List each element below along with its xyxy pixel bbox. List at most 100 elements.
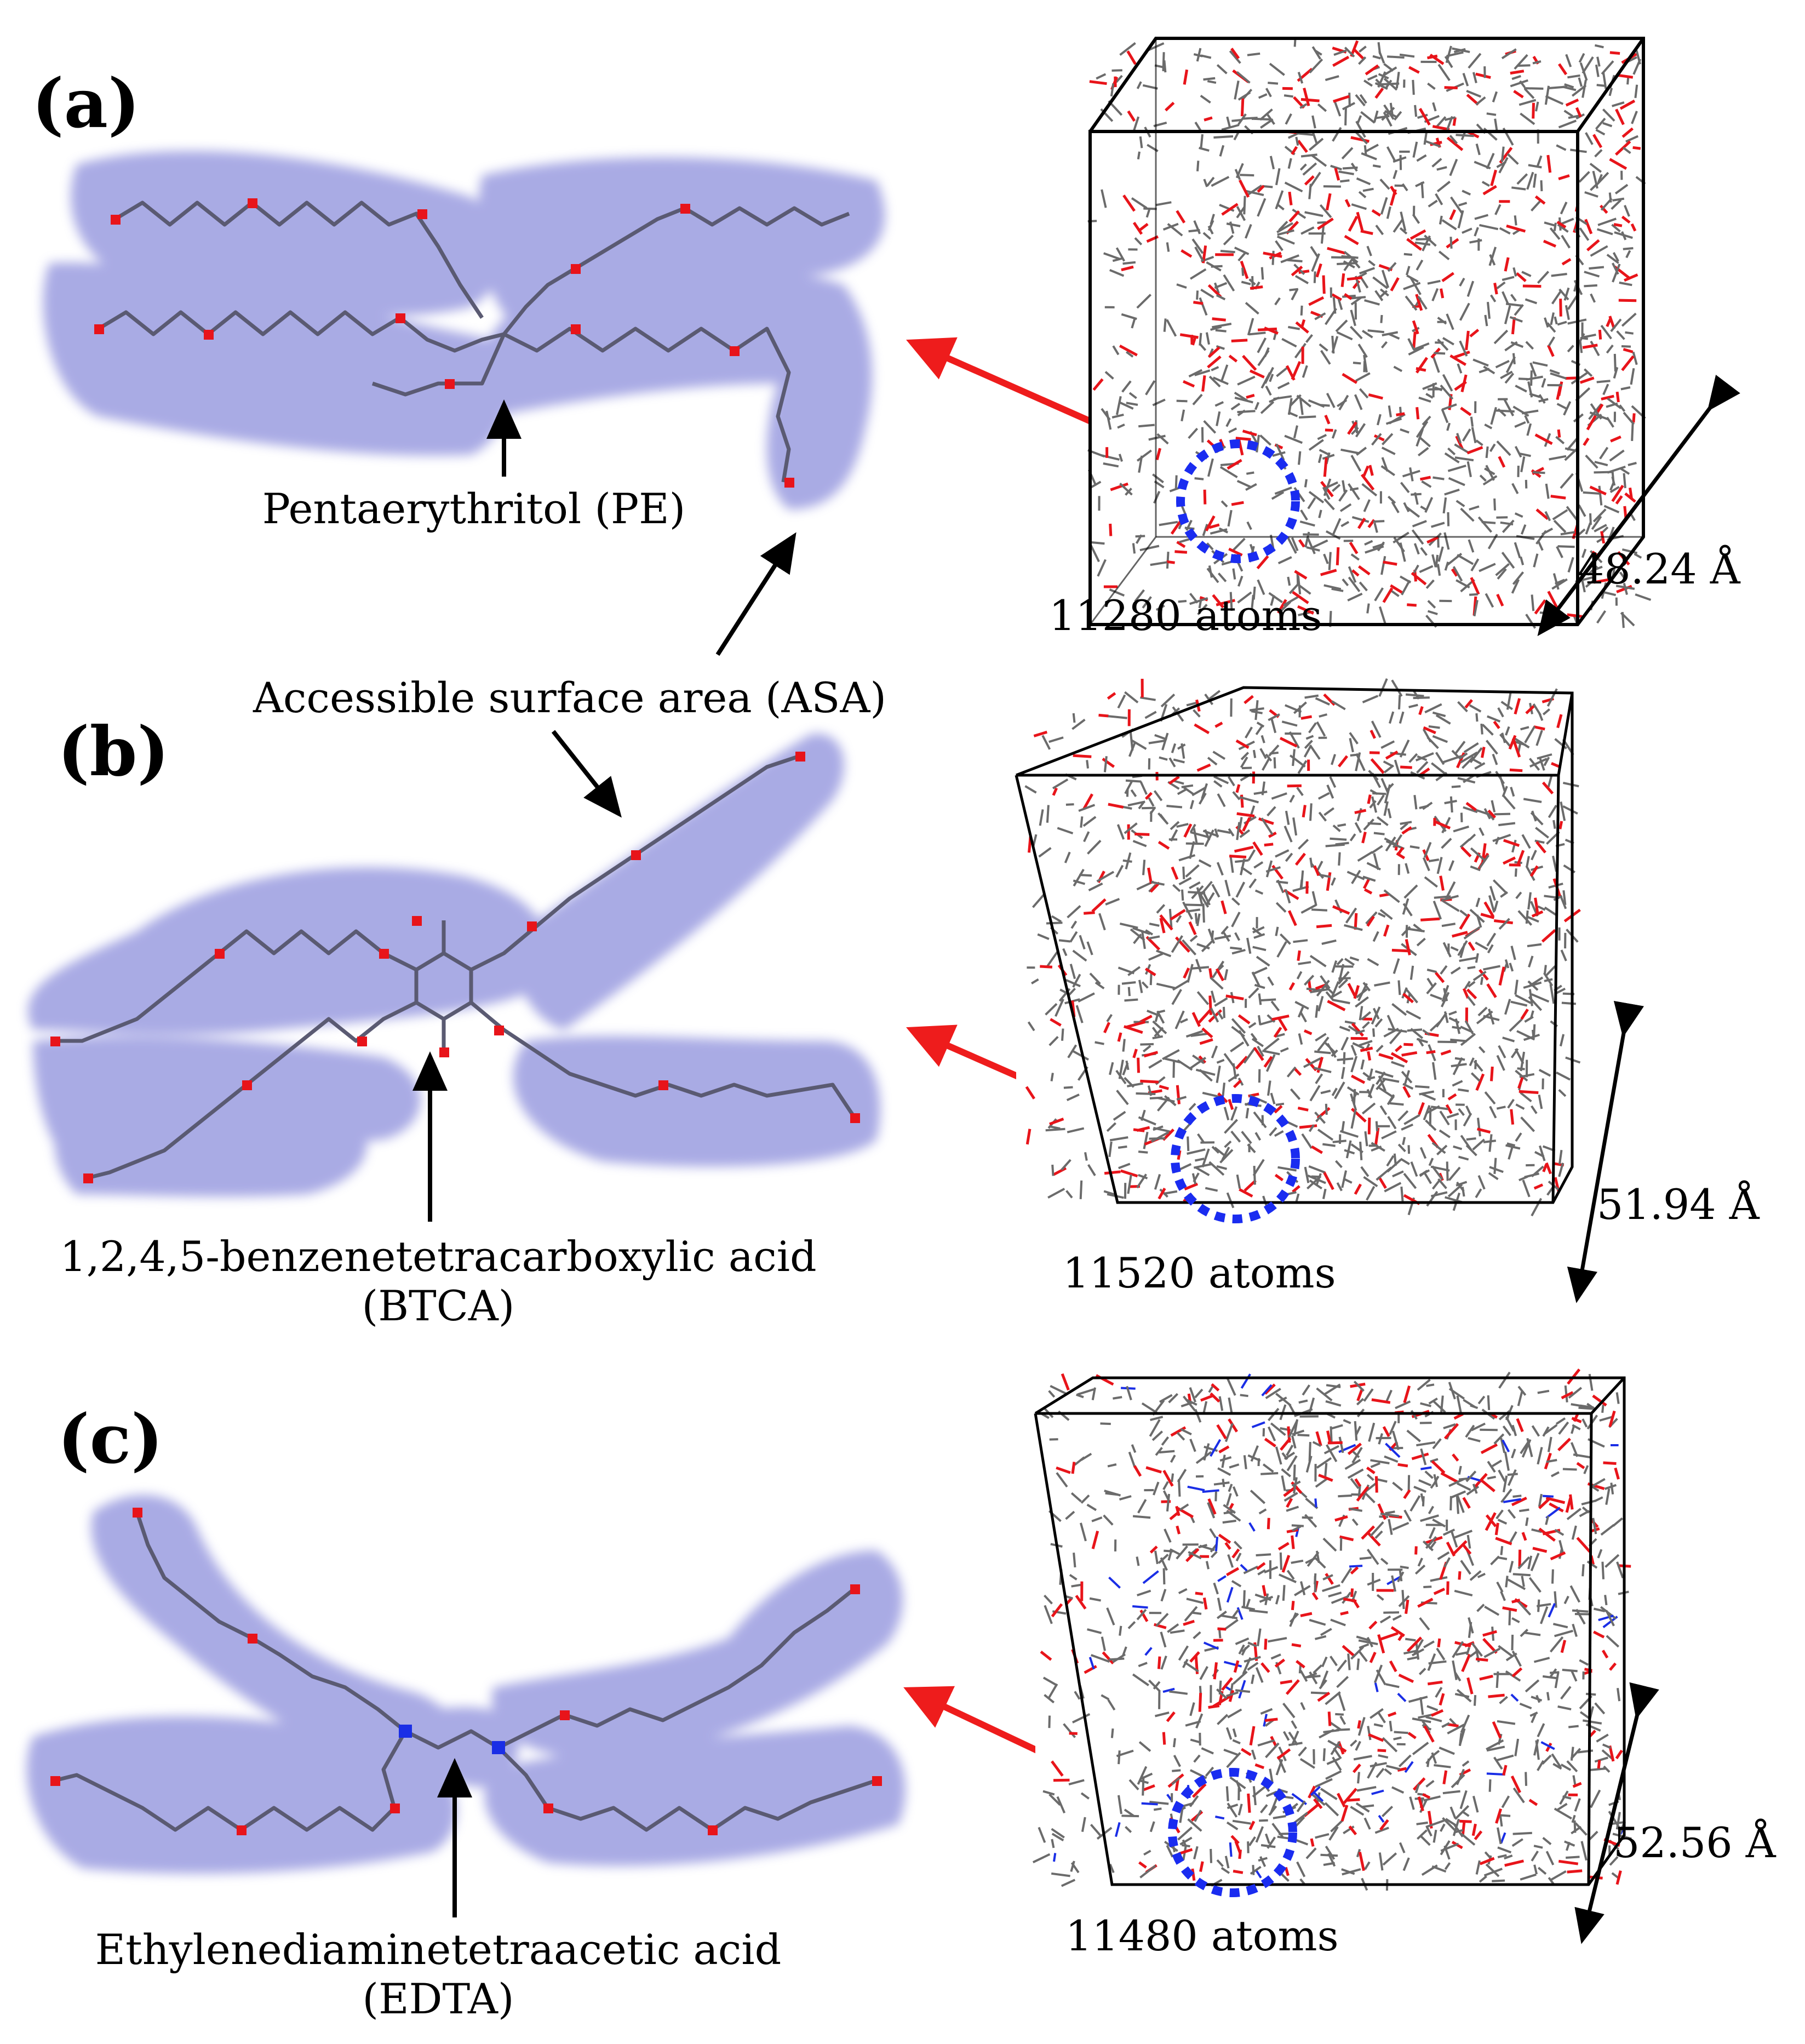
atom-bond [1432,711,1446,718]
atom-bond [1531,1528,1542,1533]
atom-bond [1214,997,1228,1007]
atom-bond [1428,199,1438,208]
atom-bond [1493,282,1498,295]
atom-bond [1502,1425,1511,1436]
atom-bond [1318,509,1322,518]
atom-bond [1381,446,1396,455]
atom-bond [1502,1439,1510,1453]
atom-bond [1280,1437,1292,1451]
atom-bond [1543,757,1550,766]
atom-bond [1550,495,1566,500]
atom-bond [1394,759,1401,777]
atom-bond [1200,1394,1213,1402]
panel-a-highlight-circle [1176,439,1300,563]
atom-bond [1246,937,1252,954]
atom-bond [1378,1814,1385,1823]
atom-bond [1241,267,1245,276]
atom-bond [1374,1018,1383,1028]
atom-bond [1420,505,1428,512]
atom-bond [1238,1644,1245,1655]
atom-bond [1419,1835,1431,1846]
atom-bond [1171,1473,1174,1482]
atom-bond [1195,1451,1212,1464]
atom-bond [1483,965,1500,971]
atom-bond [1211,1045,1218,1058]
atom-bond [1437,317,1447,325]
atom-bond [1126,1020,1146,1029]
atom-bond [1176,1525,1181,1535]
atom-bond [1293,1464,1296,1481]
atom-bond [1309,1085,1321,1102]
atom-bond [1214,282,1228,289]
atom-bond [1460,507,1475,522]
atom-bond [1257,1628,1262,1646]
atom-bond [1439,1747,1455,1755]
atom-bond [1402,1086,1411,1098]
atom-bond [1472,358,1489,367]
atom-bond [1091,1387,1096,1400]
atom-bond [1202,1489,1219,1493]
atom-bond [1172,884,1181,892]
atom-bond [1488,1172,1499,1181]
atom-bond [1158,1187,1166,1200]
atom-bond [1218,1533,1231,1544]
atom-bond [1260,372,1271,389]
atom-bond [1264,1438,1276,1447]
panel-a-dimension-label: 48.24 Å [1578,544,1741,593]
atom-bond [1468,1617,1474,1634]
atom-bond [1511,75,1521,81]
atom-bond [1087,839,1102,855]
atom-bond [1086,760,1089,769]
atom-bond [1161,732,1169,751]
atom-bond [1225,418,1232,427]
atom-bond [1218,572,1227,582]
atom-bond [1494,204,1502,215]
atom-bond [1274,1173,1284,1182]
atom-bond [1158,840,1170,850]
atom-bond [1310,1838,1315,1847]
atom-bond [1441,219,1457,231]
atom-bond [1546,1459,1557,1463]
atom-bond [1291,1435,1297,1449]
atom-bond [1420,1466,1432,1470]
atom-bond [1381,270,1390,288]
atom-bond [1155,1711,1170,1717]
atom-bond [1147,1085,1153,1096]
atom-bond [1611,224,1621,233]
atom-bond [1482,1630,1497,1637]
atom-bond [1191,787,1206,797]
atom-bond [1127,1082,1144,1087]
atom-bond [1396,412,1405,416]
atom-bond [1071,1462,1076,1474]
atom-bond [1426,1383,1435,1387]
atom-bond [1210,1007,1219,1023]
atom-bond [1115,75,1123,83]
atom-bond [1331,335,1335,354]
atom-bond [1311,891,1317,906]
atom-bond [1635,593,1652,601]
panel-c-nitrogens [399,1725,505,1754]
atom-bond [1534,195,1546,205]
atom-bond [1213,1662,1218,1680]
atom-bond [1538,1866,1547,1875]
atom-bond [1109,1062,1114,1075]
atom-bond [1331,587,1344,592]
atom-bond [1234,81,1240,100]
atom-bond [1384,1455,1399,1463]
atom-bond [1563,287,1570,301]
atom-bond [1411,493,1422,496]
atom-bond [1181,409,1185,422]
atom-bond [1393,365,1403,373]
atom-bond [1617,1688,1621,1702]
atom-bond [1181,784,1194,788]
atom-bond [1579,376,1595,384]
atom-bond [1623,348,1634,353]
atom-bond [1351,869,1361,884]
atom-bond [1298,1746,1307,1757]
atom-bond [1532,1547,1548,1553]
atom-bond [1338,978,1348,989]
atom-bond [1541,929,1556,943]
atom-bond [1325,193,1332,211]
atom-bond [1048,1793,1061,1806]
atom-bond [1194,122,1202,131]
